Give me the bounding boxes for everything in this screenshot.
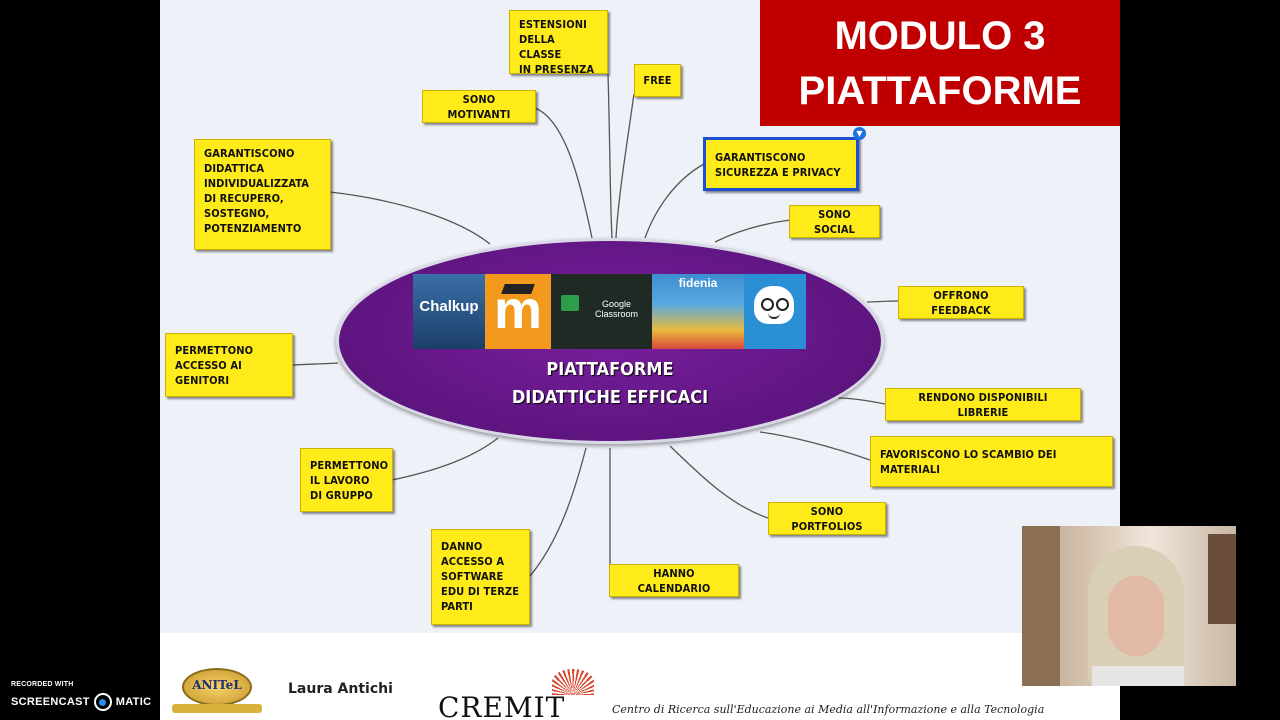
fidenia-logo: fidenia (652, 274, 744, 349)
link-scambio (759, 431, 871, 461)
cremit-rays-icon (552, 669, 594, 695)
edmodo-face-icon (754, 286, 794, 324)
module-title: MODULO 3 PIATTAFORME (760, 0, 1120, 126)
node-permettono-genitori[interactable]: PERMETTONO ACCESSO AI GENITORI (165, 333, 293, 397)
link-estensioni (607, 73, 613, 239)
link-danno (529, 447, 587, 577)
node-sono-motivanti[interactable]: SONO MOTIVANTI (422, 90, 536, 123)
link-gruppo (391, 437, 499, 481)
edmodo-logo (744, 274, 806, 349)
chevron-down-icon[interactable]: ▼ (853, 127, 866, 140)
node-free[interactable]: FREE (634, 64, 681, 97)
node-danno-accesso[interactable]: DANNO ACCESSO A SOFTWARE EDU DI TERZE PA… (431, 529, 530, 625)
author-name: Laura Antichi (288, 681, 393, 697)
platform-logos: Chalkup m Google Classroom fidenia (413, 274, 806, 349)
graduation-cap-icon (501, 284, 535, 294)
node-permettono-gruppo[interactable]: PERMETTONO IL LAVORO DI GRUPPO (300, 448, 393, 512)
link-sicurezza (644, 163, 705, 239)
link-genitori (291, 362, 339, 366)
node-sono-portfolios[interactable]: SONO PORTFOLIOS (768, 502, 886, 535)
screencast-watermark: SCREENCAST MATIC (11, 693, 151, 711)
node-garantiscono-didattica[interactable]: GARANTISCONO DIDATTICA INDIVIDUALIZZATA … (194, 139, 331, 250)
webcam-overlay (1022, 526, 1236, 686)
anitel-logo: ANITeL (166, 666, 268, 716)
chalkup-logo: Chalkup (413, 274, 485, 349)
presenter-shirt (1092, 666, 1184, 686)
presenter-face (1108, 576, 1164, 656)
center-label: PIATTAFORME DIDATTICHE EFFICACI (511, 359, 709, 408)
connector-lines (291, 73, 899, 581)
node-sono-social[interactable]: SONO SOCIAL (789, 205, 880, 238)
node-estensioni[interactable]: ESTENSIONI DELLA CLASSE IN PRESENZA (509, 10, 608, 76)
link-didattica (329, 191, 491, 245)
link-motivanti (534, 107, 593, 239)
link-portfolios (669, 445, 769, 519)
link-social (714, 219, 791, 243)
link-librerie (837, 397, 886, 405)
node-offrono-feedback[interactable]: OFFRONO FEEDBACK (898, 286, 1024, 319)
moodle-logo: m (485, 274, 551, 349)
link-feedback (866, 300, 899, 303)
node-hanno-calendario[interactable]: HANNO CALENDARIO (609, 564, 739, 597)
node-rendono-librerie[interactable]: RENDONO DISPONIBILI LIBRERIE (885, 388, 1081, 421)
footer: ANITeL Laura Antichi CREMIT Centro di Ri… (160, 633, 1120, 720)
record-icon (93, 693, 112, 711)
cremit-logo: CREMIT (438, 691, 566, 720)
webcam-door (1022, 526, 1060, 686)
node-favoriscono-scambio[interactable]: FAVORISCONO LO SCAMBIO DEI MATERIALI (870, 436, 1113, 487)
webcam-frame (1208, 534, 1236, 624)
google-classroom-logo: Google Classroom (551, 274, 652, 349)
node-garantiscono-sicurezza[interactable]: GARANTISCONO SICUREZZA E PRIVACY (703, 137, 859, 191)
link-free (615, 93, 635, 239)
classroom-icon (561, 295, 579, 311)
cremit-full-name: Centro di Ricerca sull'Educazione ai Med… (612, 703, 1045, 716)
recorded-with-label: RECORDED WITH (11, 681, 74, 688)
